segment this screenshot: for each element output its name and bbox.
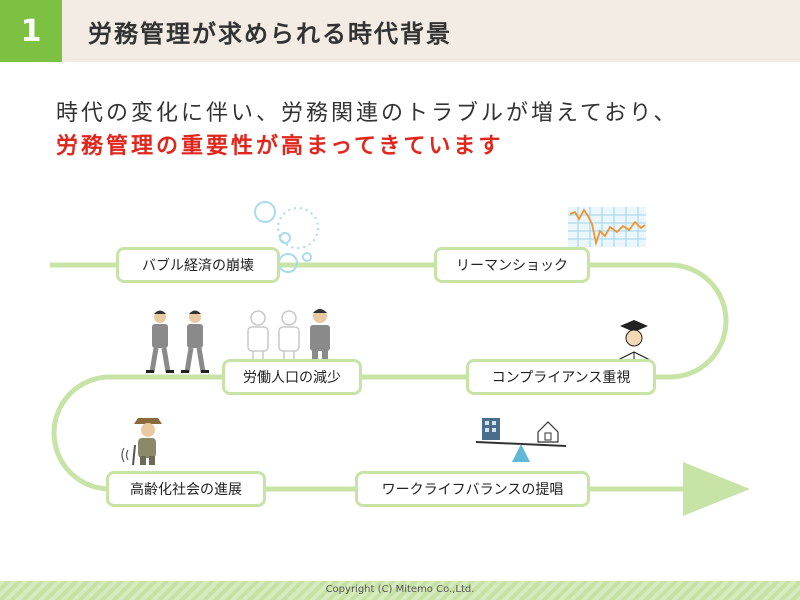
timeline-item: リーマンショック xyxy=(434,247,590,283)
stock-chart-icon xyxy=(568,207,646,247)
graduate-reading-icon xyxy=(617,320,651,365)
section-number: 1 xyxy=(0,0,62,62)
timeline-item: バブル経済の崩壊 xyxy=(116,247,280,283)
fading-workers-icon xyxy=(247,309,330,360)
lead-text: 時代の変化に伴い、労務関連のトラブルが増えており、 xyxy=(56,101,679,126)
footer-bar: Copyright (C) Mitemo Co.,Ltd. xyxy=(0,581,800,600)
timeline-item: コンプライアンス重視 xyxy=(466,359,656,395)
timeline-item: 労働人口の減少 xyxy=(222,359,362,395)
copyright: Copyright (C) Mitemo Co.,Ltd. xyxy=(325,584,475,595)
elderly-person-icon xyxy=(121,418,162,466)
page-title: 労務管理が求められる時代背景 xyxy=(88,20,452,48)
businessmen-icon xyxy=(146,310,209,373)
header-bar: 1 労務管理が求められる時代背景 xyxy=(0,0,800,62)
timeline-item: 高齢化社会の進展 xyxy=(106,471,266,507)
timeline-item: ワークライフバランスの提唱 xyxy=(355,471,590,507)
bubbles-icon xyxy=(254,201,319,273)
balance-scale-icon xyxy=(475,418,567,462)
lead-emphasis: 労務管理の重要性が高まってきています xyxy=(56,134,504,159)
arrow-head-icon xyxy=(683,462,750,516)
